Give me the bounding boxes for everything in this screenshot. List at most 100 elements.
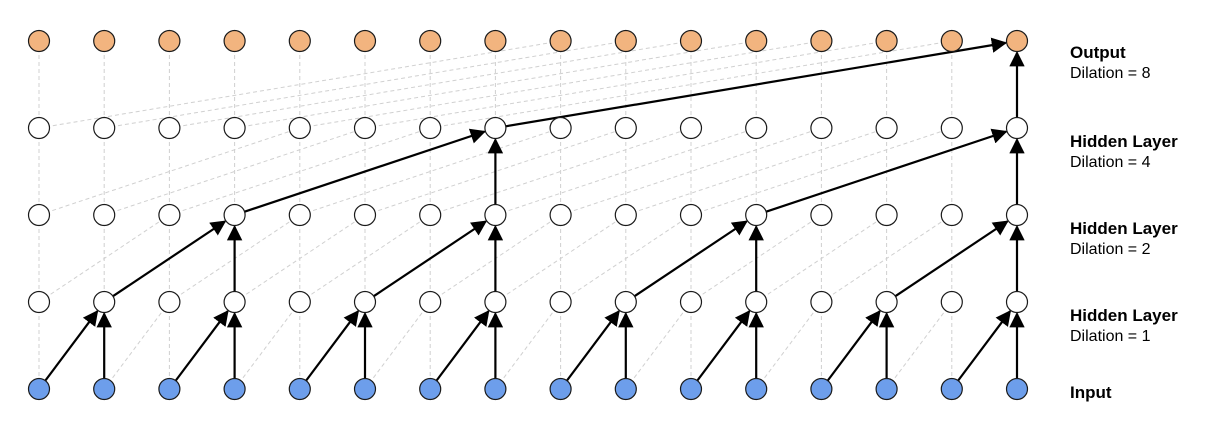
hidden-node <box>353 290 377 314</box>
connection-arrow <box>957 309 1012 382</box>
hidden-node <box>93 116 116 140</box>
hidden-node <box>1005 290 1029 314</box>
input-node <box>484 377 507 401</box>
guide-line <box>625 127 887 216</box>
output-node <box>679 29 703 53</box>
input-node <box>745 377 768 401</box>
hidden-node <box>940 290 963 314</box>
hidden-node <box>223 116 246 140</box>
hidden-node <box>549 290 572 314</box>
guide-line <box>38 127 300 216</box>
hidden-node <box>27 116 51 140</box>
output-node <box>353 29 377 53</box>
connection-arrow <box>244 128 486 213</box>
output-node <box>93 29 116 53</box>
output-node <box>223 29 246 53</box>
hidden-node <box>27 290 51 314</box>
hidden-node <box>810 203 833 227</box>
dilated-connection-arrows <box>44 37 1025 382</box>
connection-arrow <box>174 309 229 382</box>
input-node <box>810 377 833 401</box>
guide-line <box>169 127 431 216</box>
guide-line <box>38 214 170 303</box>
hidden-node <box>288 290 311 314</box>
hidden-node <box>419 290 442 314</box>
guide-line <box>755 214 887 303</box>
hidden-node <box>484 116 507 140</box>
output-node <box>484 29 507 53</box>
hidden-node <box>93 203 116 227</box>
input-node <box>679 377 703 401</box>
hidden-node <box>875 116 898 140</box>
hidden-node <box>875 203 898 227</box>
guide-line <box>104 127 366 216</box>
hidden-node <box>353 116 377 140</box>
input-node <box>223 377 246 401</box>
guide-line <box>495 127 757 216</box>
guide-line <box>625 301 692 390</box>
input-node <box>549 377 572 401</box>
input-node <box>353 377 377 401</box>
input-node <box>419 377 442 401</box>
connection-arrow <box>894 220 1009 298</box>
connection-arrow <box>765 128 1008 213</box>
input-layer-label: Input <box>1070 382 1112 403</box>
guide-line <box>821 214 953 303</box>
hidden-node <box>679 116 703 140</box>
hidden-node <box>158 203 181 227</box>
connection-arrow <box>112 220 227 298</box>
hidden-node <box>549 203 572 227</box>
hidden-node <box>484 203 507 227</box>
guide-line <box>886 301 953 390</box>
input-node <box>875 377 898 401</box>
hidden-node <box>679 203 703 227</box>
hidden-node <box>419 203 442 227</box>
input-node <box>940 377 963 401</box>
guide-line <box>560 214 692 303</box>
connection-arrow <box>696 309 751 382</box>
hidden-node <box>614 290 637 314</box>
hidden-node <box>745 203 768 227</box>
output-node <box>940 29 963 53</box>
hidden-node <box>27 203 51 227</box>
hidden-node <box>353 203 377 227</box>
output-node <box>549 29 572 53</box>
guide-line <box>103 301 170 390</box>
output-node <box>288 29 311 53</box>
connection-arrow <box>505 37 1008 128</box>
hidden-node <box>745 290 768 314</box>
output-node <box>614 29 637 53</box>
hidden-node <box>158 116 181 140</box>
hidden-node <box>875 290 898 314</box>
layer-dilation: Dilation = 1 <box>1070 328 1151 345</box>
layer-name: Hidden Layer <box>1070 132 1178 151</box>
guide-line <box>494 301 562 390</box>
layer-name: Hidden Layer <box>1070 219 1178 238</box>
layer-name: Output <box>1070 43 1126 62</box>
output-layer-label: Output Dilation = 8 <box>1070 42 1151 84</box>
guide-line <box>234 214 366 303</box>
hidden-node <box>940 203 963 227</box>
input-node <box>158 377 181 401</box>
connection-arrow <box>44 309 99 382</box>
output-node <box>419 29 442 53</box>
hidden-node <box>1005 203 1029 227</box>
output-node <box>27 29 51 53</box>
hidden-node <box>810 116 833 140</box>
output-node <box>875 29 898 53</box>
hidden-layer-2-label: Hidden Layer Dilation = 2 <box>1070 218 1178 260</box>
layer-dilation: Dilation = 2 <box>1070 241 1151 258</box>
hidden-layer-1-label: Hidden Layer Dilation = 1 <box>1070 305 1178 347</box>
hidden-node <box>484 290 507 314</box>
input-node <box>614 377 637 401</box>
input-node <box>93 377 116 401</box>
hidden-node <box>940 116 963 140</box>
connection-arrow <box>305 309 360 382</box>
connection-arrow <box>633 220 748 298</box>
guide-line <box>364 127 626 216</box>
hidden-node <box>614 116 637 140</box>
hidden-node <box>288 203 311 227</box>
layer-name: Input <box>1070 383 1112 402</box>
output-node <box>158 29 181 53</box>
